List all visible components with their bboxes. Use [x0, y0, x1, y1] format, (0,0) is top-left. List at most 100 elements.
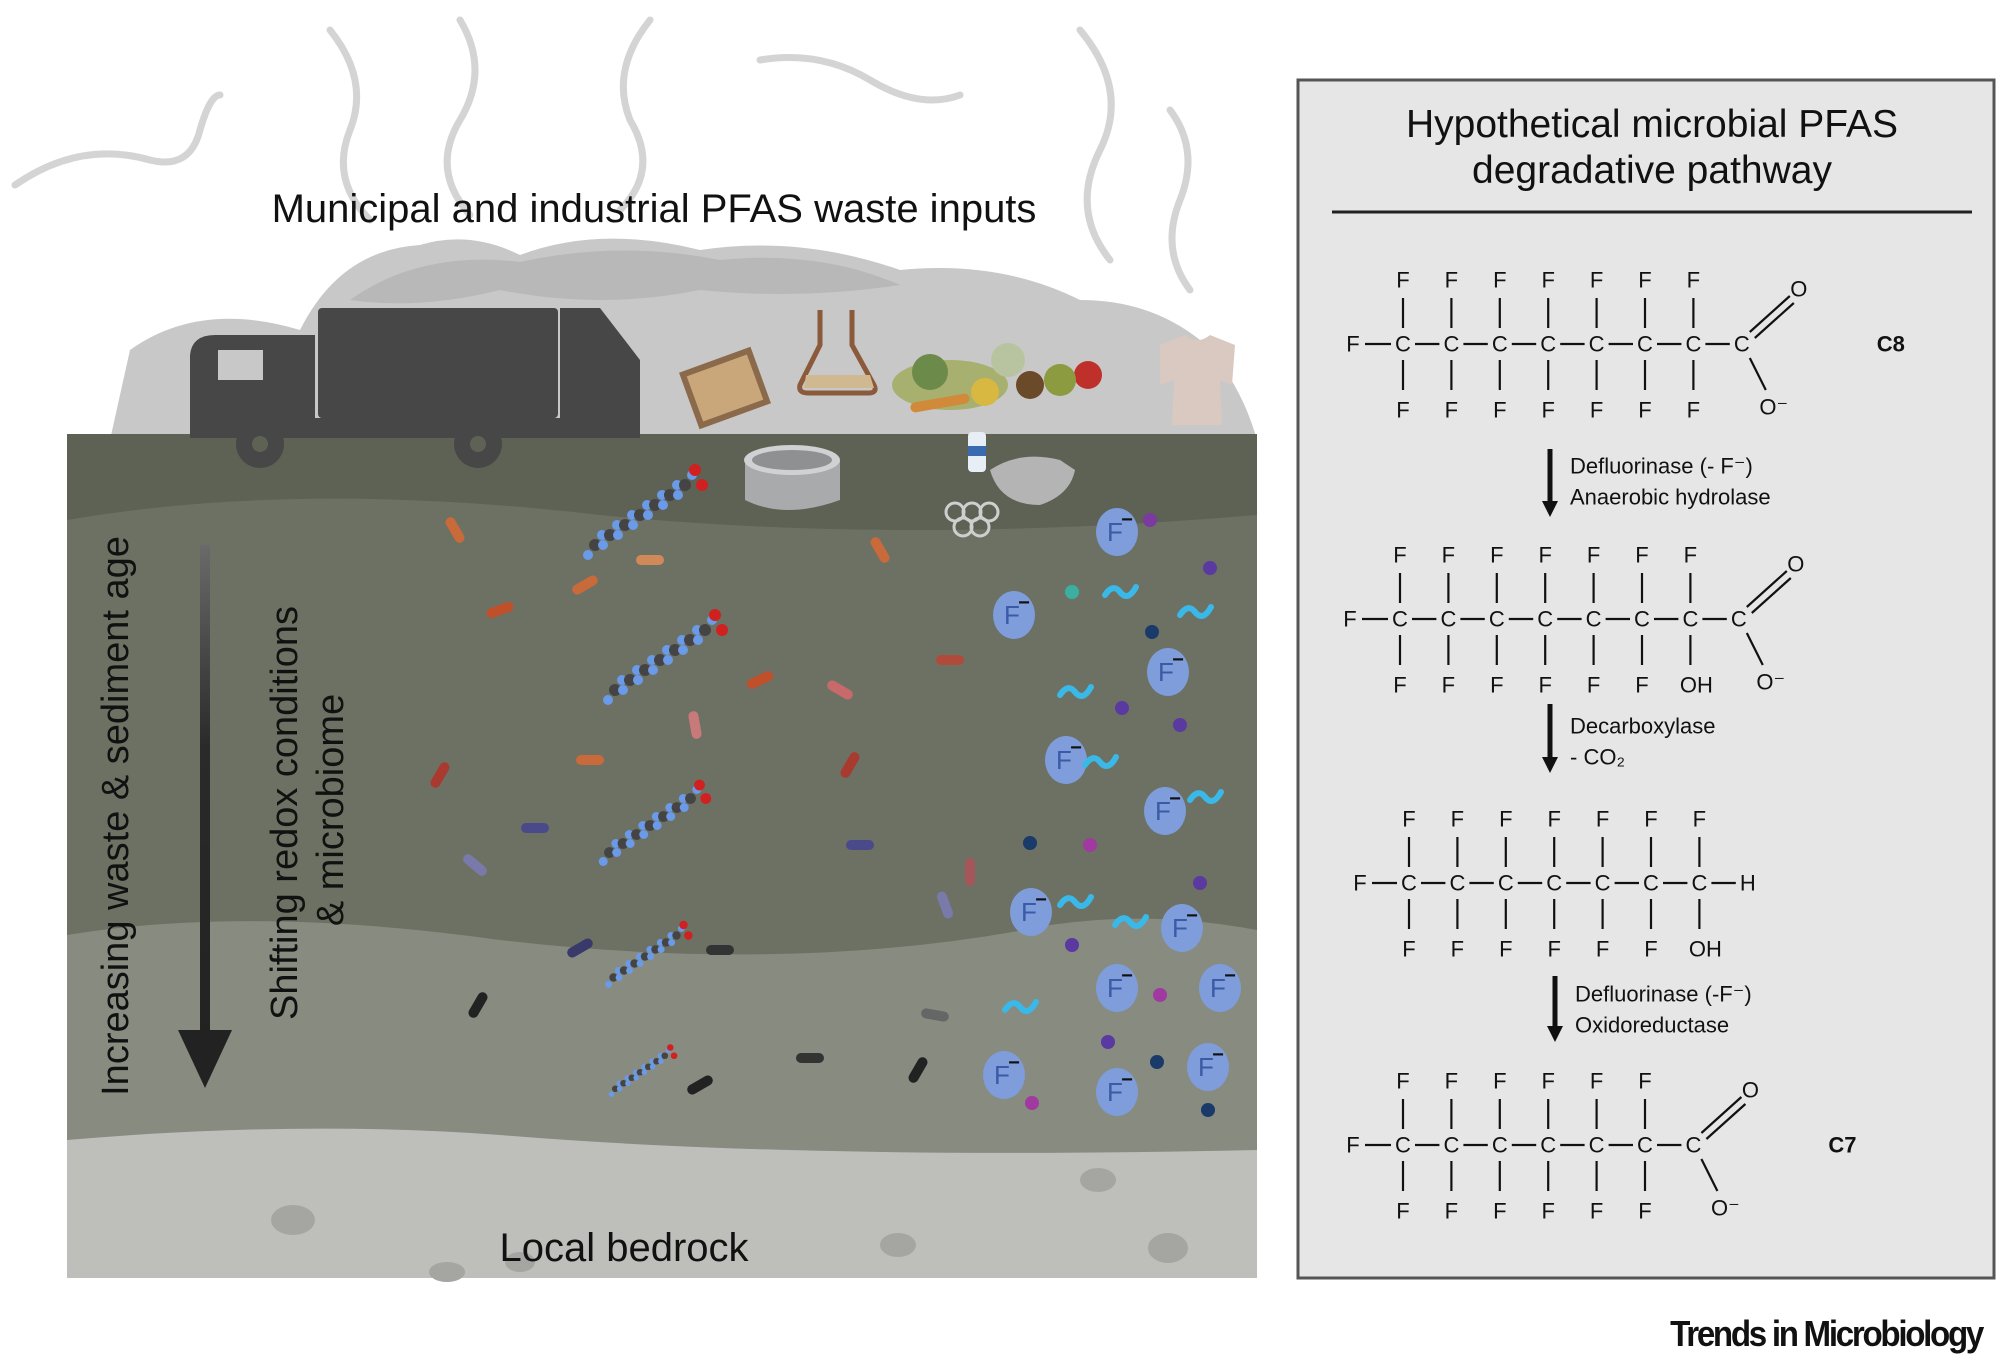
atom-o-minus: O⁻ — [1711, 1196, 1740, 1221]
atom-f: F — [1346, 332, 1359, 357]
particle-icon — [1023, 836, 1037, 850]
atom-bottom: F — [1687, 398, 1700, 423]
reaction-step-2: Decarboxylase- CO₂ — [1542, 704, 1716, 773]
particle-icon — [1101, 1035, 1115, 1049]
age-arrow — [178, 545, 232, 1088]
six-pack-ring-icon — [944, 501, 1000, 538]
atom-bottom: F — [1396, 398, 1409, 423]
particle-icon — [1065, 585, 1079, 599]
particle-icon — [1203, 561, 1217, 575]
atom-bottom: F — [1451, 937, 1464, 962]
enzyme-label: Defluorinase (-F⁻) — [1575, 982, 1752, 1007]
atom-o: O — [1787, 552, 1804, 577]
atom-c: C — [1634, 607, 1650, 632]
fluoride-ion-icon: F− — [993, 591, 1035, 639]
double-bond — [1751, 577, 1792, 614]
atom-top: F — [1541, 1069, 1554, 1094]
atom-c: C — [1492, 1133, 1508, 1158]
fluoride-ion-charge: − — [1172, 649, 1184, 671]
fluoride-ion-label: F — [1107, 517, 1123, 547]
enzyme-label: Anaerobic hydrolase — [1570, 485, 1771, 510]
atom-o: O — [1742, 1078, 1759, 1103]
bond — [1748, 357, 1767, 391]
atom-bottom: F — [1638, 1199, 1651, 1224]
fluoride-ion-label: F — [1158, 657, 1174, 687]
atom-h: H — [1740, 871, 1756, 896]
atom-f: F — [1353, 871, 1366, 896]
fluoride-ion-charge: − — [1186, 905, 1198, 927]
bacteria-icon — [706, 945, 734, 955]
journal-name: Trends in Microbiology — [1670, 1313, 1984, 1354]
atom-top: F — [1684, 543, 1697, 568]
bacteria-icon — [827, 680, 853, 700]
atom-bottom: F — [1402, 937, 1415, 962]
enzyme-label: Defluorinase (- F⁻) — [1570, 454, 1753, 479]
atom-bottom: F — [1541, 1199, 1554, 1224]
atom-top: F — [1490, 543, 1503, 568]
atom-f: F — [1343, 607, 1356, 632]
fluoride-ion-label: F — [994, 1060, 1010, 1090]
atom-c: C — [1589, 332, 1605, 357]
fluoride-ion-label: F — [1172, 913, 1188, 943]
fluoride-ion-charge: − — [1121, 965, 1133, 987]
bacteria-icon — [445, 517, 465, 543]
atom-bottom: OH — [1680, 673, 1713, 698]
spirillum-bacteria-icon — [1177, 604, 1214, 619]
fluoride-ion-icon: F− — [983, 1051, 1025, 1099]
atom-bottom: F — [1445, 1199, 1458, 1224]
atom-c: C — [1643, 871, 1659, 896]
atom-bottom: F — [1635, 673, 1648, 698]
atom-top: F — [1499, 807, 1512, 832]
particle-icon — [1115, 701, 1129, 715]
atom-o-minus: O⁻ — [1756, 670, 1785, 695]
bacteria-icon — [468, 992, 488, 1018]
particle-icon — [1025, 1096, 1039, 1110]
pfas-molecules-group — [583, 464, 728, 1097]
spirillum-bacteria-icon — [1112, 914, 1149, 929]
spirillum-bacteria-icon — [1057, 894, 1094, 909]
atom-c: C — [1540, 332, 1556, 357]
pfas-molecule-icon — [608, 1044, 678, 1097]
particle-icon — [1150, 1055, 1164, 1069]
smoke-lines — [11, 16, 1194, 294]
atom-top: F — [1393, 543, 1406, 568]
pathway-title-line1: Hypothetical microbial PFAS — [1406, 103, 1898, 146]
fluoride-ion-icon: F− — [1096, 1068, 1138, 1116]
atom-c: C — [1734, 332, 1750, 357]
atom-c: C — [1540, 1133, 1556, 1158]
bacteria-icon — [687, 1075, 713, 1095]
bacteria-icon — [572, 575, 598, 595]
bacteria-icon — [908, 1057, 928, 1083]
atom-bottom: F — [1493, 398, 1506, 423]
fluoride-ion-charge: − — [1121, 1069, 1133, 1091]
enzyme-label: Oxidoreductase — [1575, 1013, 1729, 1038]
inputs-label: Municipal and industrial PFAS waste inpu… — [272, 187, 1037, 231]
bacteria-icon — [796, 1053, 824, 1063]
atom-bottom: F — [1499, 937, 1512, 962]
atom-o: O — [1790, 277, 1807, 302]
atom-c: C — [1537, 607, 1553, 632]
bacteria-group — [430, 517, 1024, 1095]
fluoride-ion-icon: F− — [1199, 964, 1241, 1012]
atom-c: C — [1691, 871, 1707, 896]
fluoride-ion-icon: F− — [1161, 904, 1203, 952]
atom-bottom: F — [1587, 673, 1600, 698]
bacteria-icon — [840, 752, 860, 778]
atom-bottom: F — [1590, 1199, 1603, 1224]
fluoride-ion-charge: − — [1070, 737, 1082, 759]
fluoride-ion-label: F — [1107, 1077, 1123, 1107]
atom-c: C — [1392, 607, 1408, 632]
fluoride-ion-icon: F− — [1187, 1043, 1229, 1091]
bacteria-icon — [936, 891, 954, 919]
bond — [1700, 1158, 1719, 1192]
atom-bottom: F — [1596, 937, 1609, 962]
atom-top: F — [1396, 1069, 1409, 1094]
double-bond — [1746, 570, 1788, 608]
bacteria-icon — [486, 601, 514, 619]
atom-top: F — [1587, 543, 1600, 568]
spirillum-bacteria-icon — [1002, 999, 1039, 1014]
bacteria-icon — [846, 840, 874, 850]
fluoride-ions-group: F−F−F−F−F−F−F−F−F−F−F−F− — [983, 508, 1241, 1117]
